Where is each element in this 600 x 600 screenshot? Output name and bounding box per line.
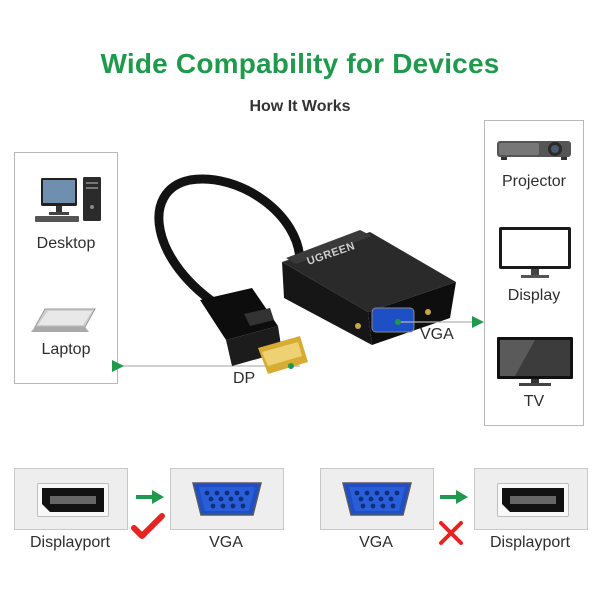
output-arrow bbox=[395, 316, 484, 328]
output-label-display: Display bbox=[507, 287, 561, 304]
monitor-icon bbox=[499, 227, 571, 278]
adapter-input-label: DP bbox=[233, 370, 256, 387]
output-label-tv: TV bbox=[523, 393, 545, 410]
adapter-cable bbox=[154, 174, 305, 313]
compat-1-from-box bbox=[14, 468, 128, 530]
output-label-projector: Projector bbox=[501, 173, 567, 190]
source-label-desktop: Desktop bbox=[36, 235, 96, 252]
sources-panel: Desktop Laptop bbox=[14, 152, 118, 384]
cross-icon bbox=[439, 521, 463, 545]
compat-2-from-label: VGA bbox=[359, 534, 393, 551]
displayport-plug bbox=[200, 288, 308, 374]
compat-2-to-label: Displayport bbox=[489, 534, 571, 551]
adapter-output-label: VGA bbox=[420, 326, 454, 343]
tv-icon bbox=[497, 337, 573, 386]
outputs-panel: Projector Display TV bbox=[484, 120, 584, 426]
compat-1-to-label: VGA bbox=[209, 534, 243, 551]
compat-2-from-box bbox=[320, 468, 434, 530]
compat-2-arrow bbox=[440, 490, 468, 504]
compat-1-from-label: Displayport bbox=[29, 534, 111, 551]
vga-port-icon bbox=[342, 482, 412, 516]
checkmark-icon bbox=[131, 513, 165, 539]
projector-icon bbox=[497, 141, 571, 160]
compat-1-to-box bbox=[170, 468, 284, 530]
page-subtitle: How It Works bbox=[249, 98, 351, 115]
compat-1-arrow bbox=[136, 490, 164, 504]
compat-2-to-box bbox=[474, 468, 588, 530]
displayport-port-icon bbox=[37, 483, 109, 517]
displayport-port-icon bbox=[497, 483, 569, 517]
page-title: Wide Compability for Devices bbox=[100, 48, 500, 79]
desktop-computer-icon bbox=[35, 177, 101, 222]
adapter-vga-port bbox=[355, 307, 431, 333]
source-label-laptop: Laptop bbox=[41, 341, 91, 358]
vga-port-icon bbox=[192, 482, 262, 516]
laptop-icon bbox=[31, 308, 96, 332]
